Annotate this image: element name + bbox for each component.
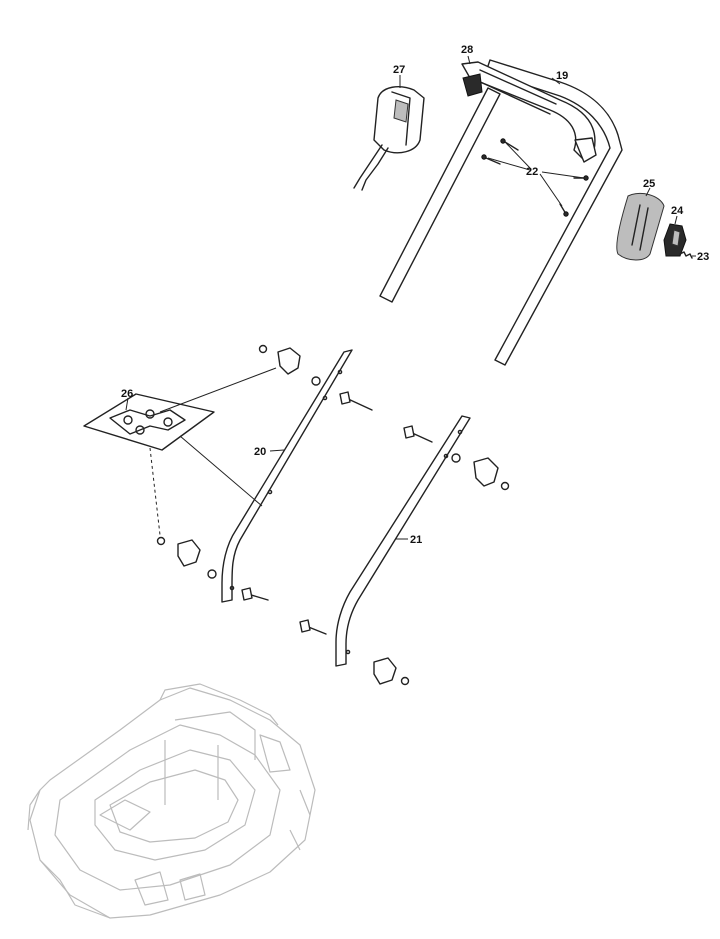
upper-handle-part-19	[379, 59, 623, 366]
fasteners	[156, 344, 510, 686]
handle-grip-part-28	[461, 61, 597, 163]
callout-28: 28	[461, 44, 473, 56]
spring-part-23	[679, 251, 693, 259]
callout-22: 22	[526, 166, 538, 178]
callout-23: 23	[697, 251, 709, 263]
lower-left-handle-part-20	[221, 349, 353, 603]
callout-27: 27	[393, 64, 405, 76]
lever-cover-part-25	[616, 192, 665, 261]
mower-deck-outline	[27, 683, 316, 919]
leader-lines	[125, 55, 696, 540]
button-part-24	[663, 223, 687, 257]
hardware-bag-part-26	[83, 393, 215, 451]
callout-labels: 19 20 21 22 23 24 25 26 27 28	[121, 44, 709, 546]
switch-box-part-27	[353, 86, 425, 191]
screws-part-22	[481, 138, 589, 217]
callout-19: 19	[556, 70, 568, 82]
callout-25: 25	[643, 178, 655, 190]
callout-26: 26	[121, 388, 133, 400]
callout-20: 20	[254, 446, 266, 458]
lower-right-handle-part-21	[335, 415, 471, 667]
callout-21: 21	[410, 534, 422, 546]
callout-24: 24	[671, 205, 684, 217]
